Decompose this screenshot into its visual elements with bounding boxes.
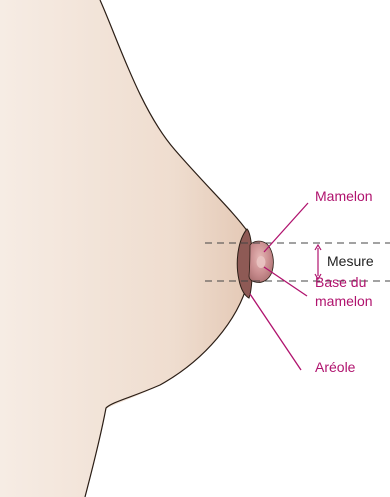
measure-label: Mesure xyxy=(327,253,374,269)
areola-label: Aréole xyxy=(315,359,356,375)
nipple-label: Mamelon xyxy=(315,188,373,204)
nipple-base-label-line1: Base du xyxy=(315,274,366,290)
areola-callout-line xyxy=(250,294,301,370)
nipple-base-label-line2: mamelon xyxy=(315,293,373,309)
breast-shape xyxy=(0,0,248,497)
nipple-callout-line xyxy=(264,203,308,252)
nipple-highlight xyxy=(257,256,266,268)
